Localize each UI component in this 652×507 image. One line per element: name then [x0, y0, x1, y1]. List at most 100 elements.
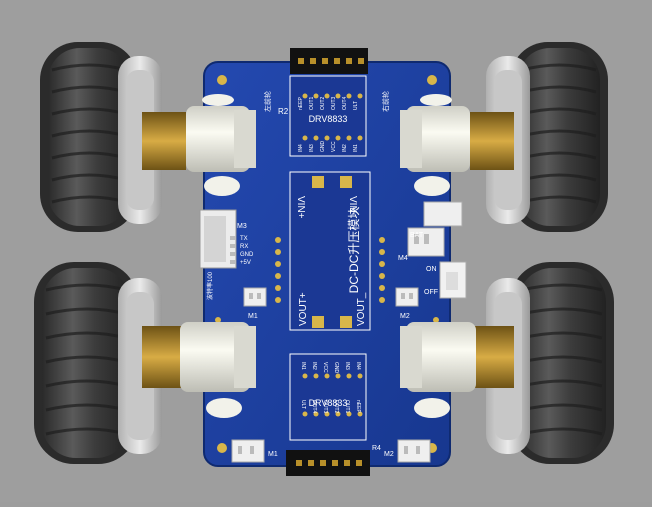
- side-pad: [275, 285, 281, 291]
- header-pin: [310, 58, 316, 64]
- drv-bot-out-pin-label: OUT4: [311, 400, 317, 414]
- header-pin: [308, 460, 314, 466]
- on-label: ON: [426, 266, 437, 273]
- power-switch[interactable]: ON OFF: [424, 261, 467, 299]
- uart-pin-label: GND: [240, 252, 254, 258]
- drv8833-top-title: DRV8833: [309, 114, 348, 124]
- side-pad: [379, 249, 385, 255]
- side-pad: [379, 237, 385, 243]
- left-front-label: 左前轮: [263, 91, 272, 112]
- drv-pad: [346, 411, 352, 417]
- drv-pad: [313, 135, 319, 141]
- drv-bot-in-pin-label: IN2: [311, 362, 317, 370]
- drv-bot-out-pin-label: OUT2: [333, 400, 339, 414]
- drv-pad: [335, 93, 341, 99]
- header-pin: [344, 460, 350, 466]
- drv-bot-in-pin-label: IN4: [355, 362, 361, 370]
- drv-top-in-pin-label: IN2: [342, 144, 348, 152]
- header-pin: [320, 460, 326, 466]
- right-pad-column: [379, 237, 385, 303]
- drv-pad: [346, 93, 352, 99]
- drv-pad: [335, 411, 341, 417]
- m1-mid-label: M1: [248, 313, 258, 320]
- drv-pad: [302, 93, 308, 99]
- drv-pad: [302, 411, 308, 417]
- m1-mid-connector: M1: [243, 287, 267, 320]
- off-label: OFF: [424, 289, 438, 296]
- vin-minus-label: VIN-: [347, 196, 358, 216]
- side-pad: [379, 297, 385, 303]
- header-pin: [334, 58, 340, 64]
- uart-pin: [230, 260, 236, 264]
- wheel-rear-right: [486, 262, 614, 464]
- drv-bot-in-pin-label: IN1: [300, 362, 306, 370]
- side-pad: [275, 297, 281, 303]
- top-pin-header: [290, 48, 368, 74]
- bottom-pin-header: [286, 450, 370, 476]
- drv-pad: [324, 411, 330, 417]
- motor-front-right: [400, 94, 514, 196]
- drv-top-out-pin-label: OUT2: [320, 96, 326, 110]
- vout-minus-label: VOUT_: [356, 292, 367, 326]
- side-pad: [275, 273, 281, 279]
- drv-pad: [302, 373, 308, 379]
- m2-mid-connector: M2: [395, 287, 419, 320]
- header-pin: [346, 58, 352, 64]
- drv-pad: [357, 411, 363, 417]
- m1-bottom-connector: M1: [231, 439, 278, 463]
- header-pin: [332, 460, 338, 466]
- drv-pad: [346, 135, 352, 141]
- drv-bot-out-pin-label: OUT1: [344, 400, 350, 414]
- drv-pad: [335, 373, 341, 379]
- front-wheel-silk-labels: 左前轮 右前轮 R2: [263, 91, 390, 116]
- header-pin: [358, 58, 364, 64]
- r2-label: R2: [278, 107, 289, 116]
- drv-pad: [324, 93, 330, 99]
- drv-pad: [324, 373, 330, 379]
- dcdc-boost-module: VIN+ VIN- DC-DC升压模块 VOUT+ VOUT_: [289, 171, 371, 331]
- drv-bot-in-pin-label: GND: [333, 362, 339, 374]
- side-pad: [275, 261, 281, 267]
- motor-front-left: [142, 94, 256, 196]
- uart-pin-label: RX: [240, 244, 248, 250]
- uart-pin-label: +5V: [240, 260, 251, 266]
- drv-pad: [346, 373, 352, 379]
- drv-top-in-pin-label: IN4: [298, 144, 304, 152]
- drv-top-out-pin-label: OUT3: [331, 96, 337, 110]
- motor-rear-left: [142, 322, 256, 418]
- header-pin: [356, 460, 362, 466]
- drv8833-bottom-title: DRV8833: [309, 398, 348, 408]
- drv-bot-out-pin-label: OUT3: [322, 400, 328, 414]
- drv-pad: [313, 93, 319, 99]
- header-pin: [298, 58, 304, 64]
- drv-top-out-pin-label: OUT4: [342, 96, 348, 110]
- drv-top-in-pin-label: IN3: [309, 144, 315, 152]
- vout-plus-label: VOUT+: [298, 292, 309, 326]
- m2-bottom-label: M2: [384, 451, 394, 458]
- m3-label: M3: [237, 223, 247, 230]
- side-pad: [379, 261, 385, 267]
- header-pin: [322, 58, 328, 64]
- drv-top-out-pin-label: nEEP: [298, 97, 304, 110]
- left-pad-column: [275, 237, 281, 303]
- motor-rear-right: [400, 322, 514, 418]
- drv-pad: [313, 411, 319, 417]
- m2-bottom-connector: M2: [384, 439, 431, 463]
- side-pad: [275, 237, 281, 243]
- side-pad: [275, 249, 281, 255]
- drv-pad: [357, 373, 363, 379]
- header-pin: [296, 460, 302, 466]
- side-pad: [379, 273, 385, 279]
- drv-bot-in-pin-label: VCC: [322, 362, 328, 373]
- uart-pin: [230, 244, 236, 248]
- drv-pad: [302, 135, 308, 141]
- drv-top-out-pin-label: OUT1: [309, 96, 315, 110]
- drv-pad: [335, 135, 341, 141]
- wheel-rear-left: [34, 262, 162, 464]
- baud-label: 波特率100: [206, 271, 214, 300]
